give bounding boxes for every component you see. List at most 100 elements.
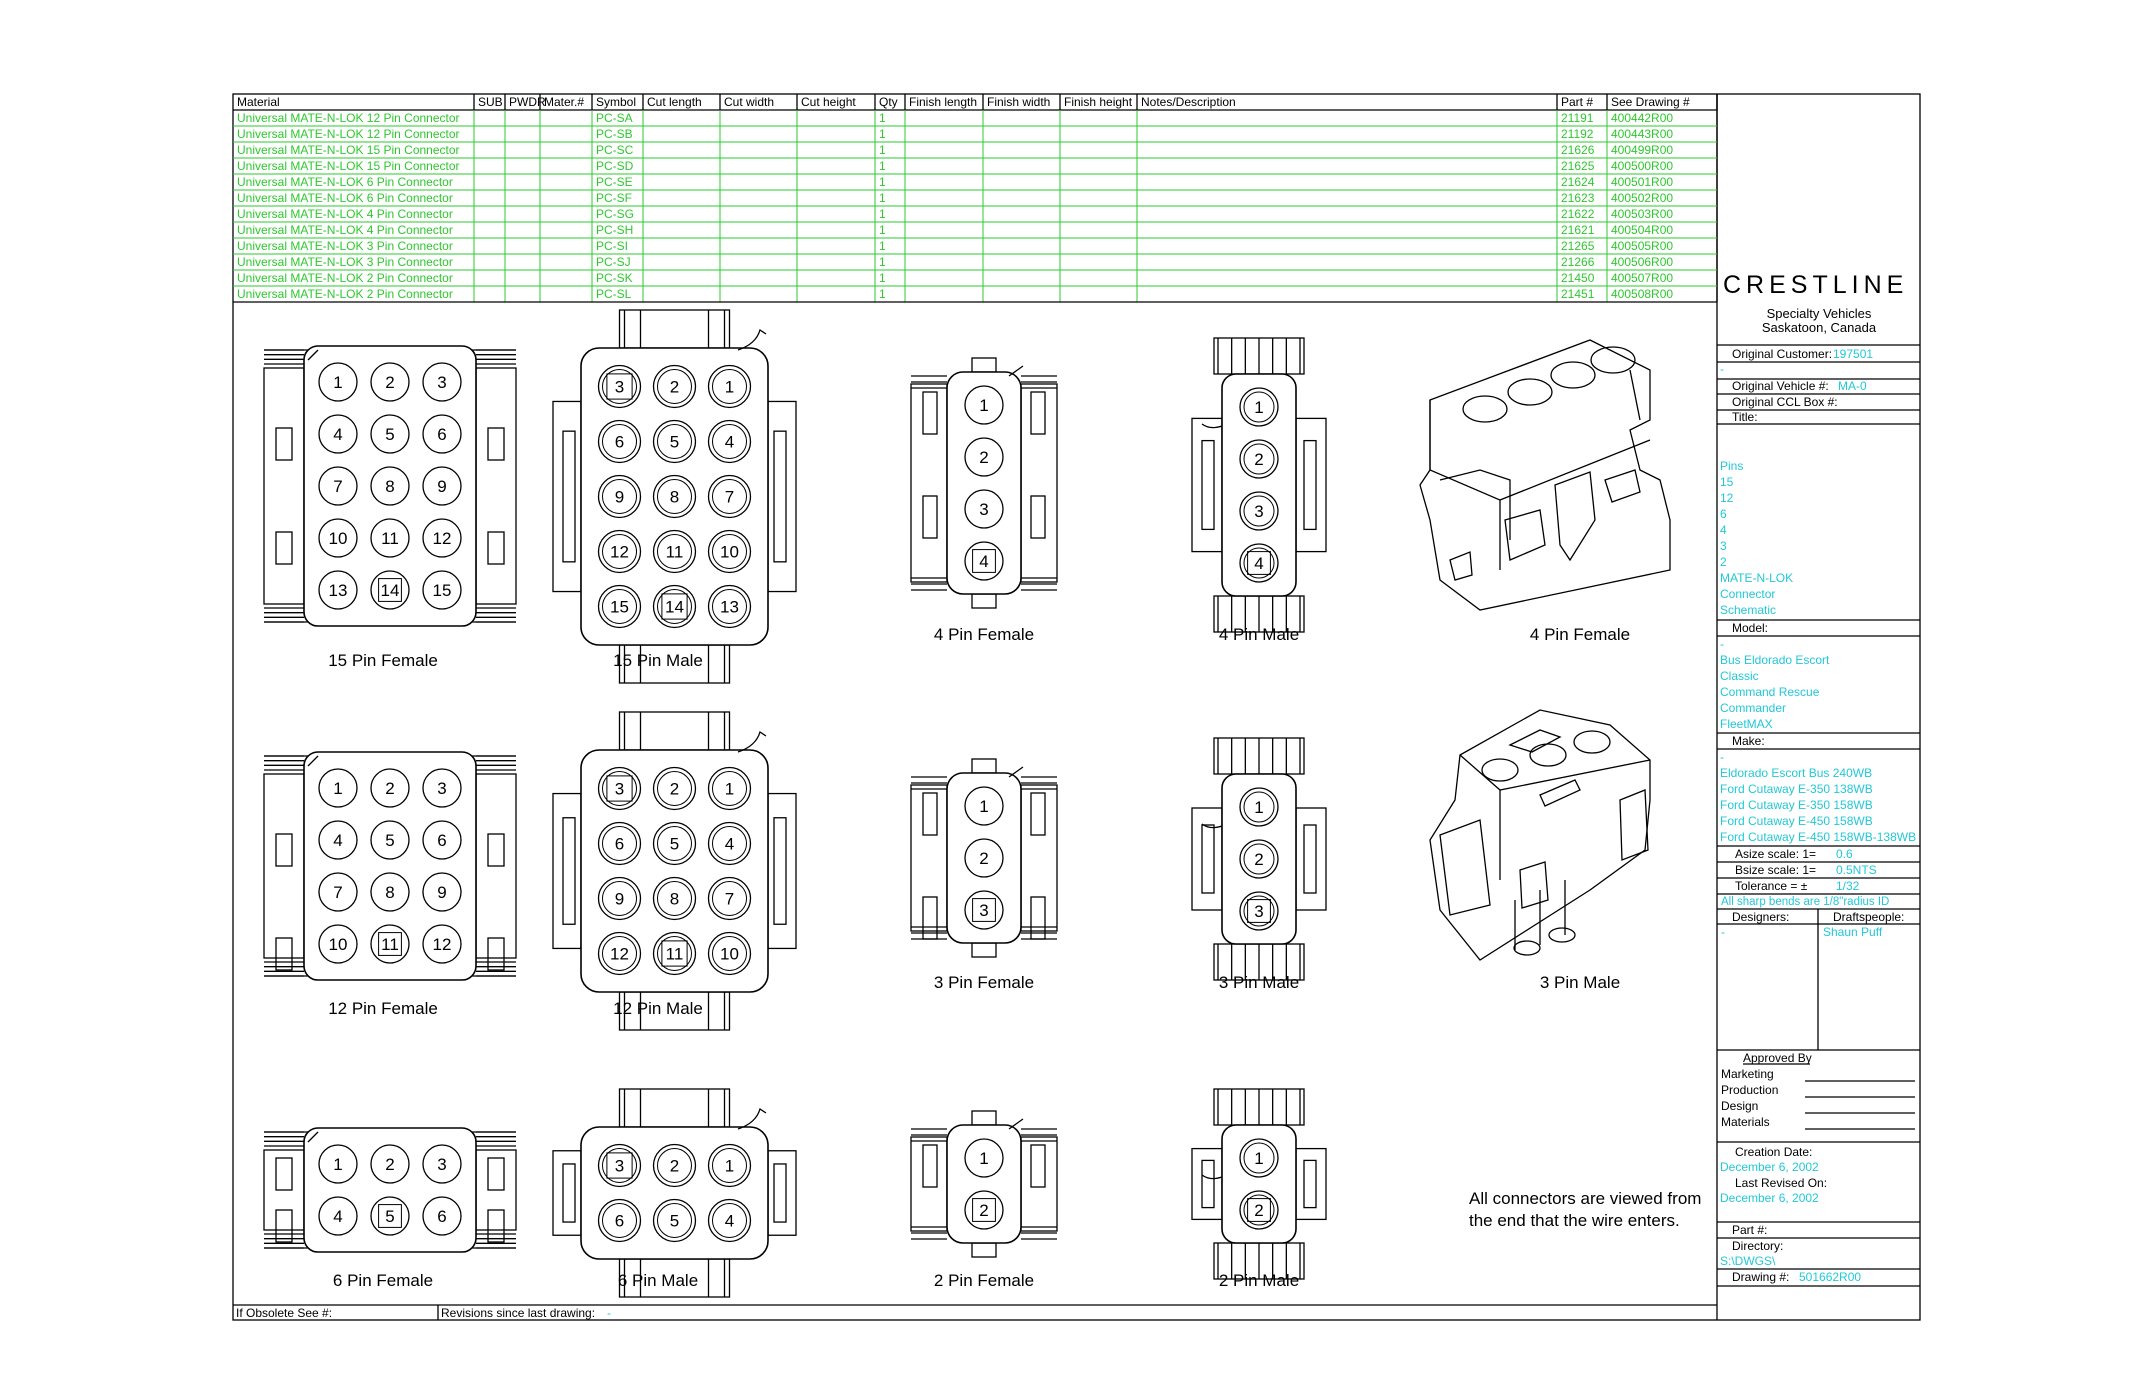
table-cell-drawing: 400442R00 [1611, 111, 1673, 125]
pin-number: 12 [610, 945, 629, 964]
pin-number: 3 [437, 1155, 446, 1174]
pin-2: 2 [964, 1190, 1004, 1230]
table-cell-part: 21624 [1561, 175, 1595, 189]
table-cell-drawing: 400507R00 [1611, 271, 1673, 285]
iso-4pin-female-drawing [1419, 339, 1671, 611]
drawing-number-value: 501662R00 [1799, 1270, 1861, 1284]
obsolete-label: If Obsolete See #: [236, 1306, 332, 1320]
pin-number: 1 [333, 1155, 342, 1174]
pin-2: 2 [964, 838, 1004, 878]
pin-1: 1 [318, 362, 358, 402]
table-cell-drawing: 400508R00 [1611, 287, 1673, 301]
title-value: 4 [1720, 523, 1727, 537]
pin-1: 1 [964, 1138, 1004, 1178]
table-cell-qty: 1 [879, 271, 886, 285]
table-cell-material: Universal MATE-N-LOK 12 Pin Connector [237, 111, 460, 125]
pin-13: 13 [707, 584, 752, 629]
table-header: Cut width [724, 95, 774, 109]
table-cell-material: Universal MATE-N-LOK 6 Pin Connector [237, 191, 453, 205]
pin-8: 8 [652, 474, 697, 519]
pin-number: 1 [725, 780, 734, 799]
pin-15: 15 [597, 584, 642, 629]
pin-3: 3 [422, 362, 462, 402]
table-header: Qty [879, 95, 898, 109]
part-number-label: Part #: [1732, 1223, 1767, 1237]
title-value: MATE-N-LOK [1720, 571, 1793, 585]
table-cell-qty: 1 [879, 111, 886, 125]
table-cell-qty: 1 [879, 287, 886, 301]
table-cell-qty: 1 [879, 159, 886, 173]
pin-1: 1 [707, 1143, 752, 1188]
table-cell-symbol: PC-SL [596, 287, 632, 301]
table-header: See Drawing # [1611, 95, 1690, 109]
label-3-pin-female: 3 Pin Female [934, 973, 1034, 992]
last-revised-label: Last Revised On: [1735, 1176, 1827, 1190]
pin-6: 6 [422, 1196, 462, 1236]
table-cell-symbol: PC-SK [596, 271, 633, 285]
pin-number: 5 [670, 835, 679, 854]
pin-number: 2 [385, 373, 394, 392]
pin-5: 5 [370, 414, 410, 454]
table-header: Finish width [987, 95, 1050, 109]
orig-customer-label: Original Customer: [1732, 347, 1832, 361]
pin-number: 10 [720, 945, 739, 964]
pin-10: 10 [707, 931, 752, 976]
pin-6: 6 [597, 419, 642, 464]
label-4-pin-female-iso: 4 Pin Female [1530, 625, 1630, 644]
table-cell-material: Universal MATE-N-LOK 15 Pin Connector [237, 159, 460, 173]
pin-12: 12 [597, 529, 642, 574]
make-label: Make: [1732, 734, 1765, 748]
pin-2: 2 [652, 364, 697, 409]
table-header: SUB [478, 95, 503, 109]
approver-label: Materials [1721, 1115, 1770, 1129]
pin-number: 6 [615, 1212, 624, 1231]
approved-by-label: Approved By [1743, 1051, 1812, 1065]
pin-2: 2 [370, 362, 410, 402]
pin-1: 1 [707, 766, 752, 811]
title-value: 15 [1720, 475, 1734, 489]
pin-1: 1 [964, 385, 1004, 425]
table-cell-symbol: PC-SI [596, 239, 628, 253]
table-cell-part: 21622 [1561, 207, 1595, 221]
model-value: - [1720, 637, 1724, 651]
pin-3: 3 [597, 364, 642, 409]
pin-number: 7 [333, 477, 342, 496]
pin-number: 3 [979, 901, 988, 920]
pin-3: 3 [422, 1144, 462, 1184]
pin-2: 2 [370, 768, 410, 808]
pin-number: 4 [979, 552, 988, 571]
table-cell-drawing: 400499R00 [1611, 143, 1673, 157]
pin-6: 6 [422, 820, 462, 860]
pin-12: 12 [597, 931, 642, 976]
orig-customer-value: 197501 [1833, 347, 1873, 361]
pin-3: 3 [964, 890, 1004, 930]
pin-number: 10 [720, 543, 739, 562]
pin-3: 3 [1239, 491, 1279, 531]
model-value: Bus Eldorado Escort [1720, 653, 1830, 667]
pin-8: 8 [370, 466, 410, 506]
table-cell-part: 21192 [1561, 127, 1594, 141]
bsize-value: 0.5NTS [1836, 863, 1877, 877]
pin-number: 8 [670, 488, 679, 507]
pin-number: 9 [615, 488, 624, 507]
revisions-label: Revisions since last drawing: [441, 1306, 595, 1320]
pin-number: 4 [725, 433, 734, 452]
label-15-pin-female: 15 Pin Female [328, 651, 438, 670]
pin-11: 11 [652, 931, 697, 976]
table-cell-symbol: PC-SJ [596, 255, 631, 269]
pin-4: 4 [964, 541, 1004, 581]
table-cell-material: Universal MATE-N-LOK 4 Pin Connector [237, 223, 453, 237]
pin-9: 9 [422, 872, 462, 912]
pin-number: 7 [725, 890, 734, 909]
pin-8: 8 [370, 872, 410, 912]
table-cell-symbol: PC-SE [596, 175, 633, 189]
pin-number: 5 [385, 1207, 394, 1226]
pin-1: 1 [1239, 787, 1279, 827]
table-header: PWDR [509, 95, 546, 109]
pin-number: 1 [1254, 1149, 1263, 1168]
pin-4: 4 [707, 419, 752, 464]
title-block: CRESTLINE Specialty Vehicles Saskatoon, … [1717, 271, 1920, 1287]
table-cell-drawing: 400500R00 [1611, 159, 1673, 173]
